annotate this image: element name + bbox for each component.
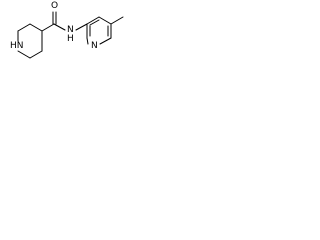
bond-carbonyl-n <box>53 23 66 31</box>
atom-label-amide-n: N <box>67 25 74 35</box>
bond-py-c3-c4 <box>98 16 112 25</box>
atom-label-pyridine-n: N <box>91 41 98 51</box>
bond-n-aryl <box>75 23 88 31</box>
bond-py-c2-c3 <box>86 16 100 25</box>
bond-py-c6-n <box>86 37 89 45</box>
bond-py-c2-c3-inner <box>89 19 100 26</box>
bond-pip-n-c6 <box>17 50 31 59</box>
atom-label-amine-nh: HN <box>10 41 24 51</box>
bond-c5-methyl <box>110 16 124 25</box>
pyridine-ring <box>86 16 124 45</box>
chemical-structure-diagram: HN O N H N <box>10 1 124 59</box>
piperidine-ring <box>17 23 43 59</box>
atom-label-carbonyl-o: O <box>51 1 58 11</box>
amide-group <box>41 11 88 32</box>
atom-labels: HN O N H N <box>10 1 98 51</box>
bond-py-c5-c6 <box>99 37 112 45</box>
bond-pip-c4-c3 <box>29 23 43 32</box>
bond-c4-carbonyl <box>41 23 55 32</box>
bond-pip-c3-c2 <box>17 23 31 32</box>
atom-label-amide-h: H <box>67 34 74 44</box>
bond-pip-c6-c5 <box>29 50 43 59</box>
